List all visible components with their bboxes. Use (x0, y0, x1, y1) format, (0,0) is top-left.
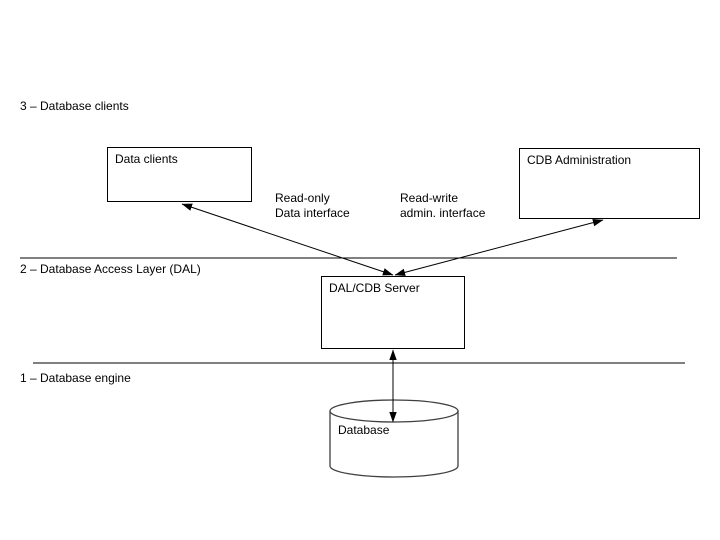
cdb-administration-box-label: CDB Administration (527, 153, 632, 167)
database-cylinder-label: Database (338, 423, 390, 437)
read-write-interface-label: Read-write admin. interface (400, 191, 485, 220)
read-write-interface-label-line1: Read-write (400, 191, 459, 205)
read-only-interface-label: Read-only Data interface (275, 191, 350, 220)
read-only-interface-label-line1: Read-only (275, 191, 330, 205)
database-cylinder (329, 399, 459, 478)
read-only-data-interface-arrow (181, 203, 394, 276)
cdb-administration-box: CDB Administration (519, 148, 700, 219)
dal-cdb-server-box-label: DAL/CDB Server (329, 281, 420, 295)
read-write-interface-label-line2: admin. interface (400, 205, 486, 220)
data-clients-box-label: Data clients (115, 152, 178, 166)
layer2-dal-label: 2 – Database Access Layer (DAL) (20, 262, 201, 276)
dal-cdb-server-box: DAL/CDB Server (321, 276, 465, 349)
layer1-database-engine-label: 1 – Database engine (20, 371, 131, 385)
layer3-database-clients-label: 3 – Database clients (20, 99, 129, 113)
data-clients-box: Data clients (107, 147, 252, 202)
read-only-interface-label-line2: Data interface (275, 205, 350, 220)
read-write-admin-interface-arrow (394, 218, 604, 277)
